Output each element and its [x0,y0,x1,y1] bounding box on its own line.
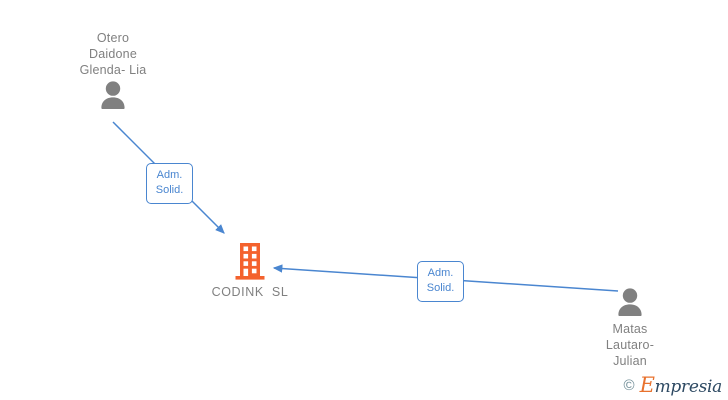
relation-label-left[interactable]: Adm. Solid. [146,163,193,204]
brand-initial: E [639,373,655,397]
brand-name: Empresia [639,373,723,397]
node-person-right[interactable]: Matas Lautaro- Julian [555,285,705,369]
person-icon [101,81,125,109]
person-icon [618,288,642,316]
node-company[interactable]: CODINK SL [175,240,325,300]
relation-label-right[interactable]: Adm. Solid. [417,261,464,302]
watermark-empresia: © Empresia [623,373,723,397]
copyright-icon: © [623,377,635,394]
person-right-label: Matas Lautaro- Julian [605,322,655,368]
building-icon [235,243,265,280]
brand-rest: mpresia [654,377,723,397]
node-person-left[interactable]: Otero Daidone Glenda- Lia [38,30,188,110]
company-label: CODINK SL [211,285,289,299]
person-left-label: Otero Daidone Glenda- Lia [79,31,147,77]
